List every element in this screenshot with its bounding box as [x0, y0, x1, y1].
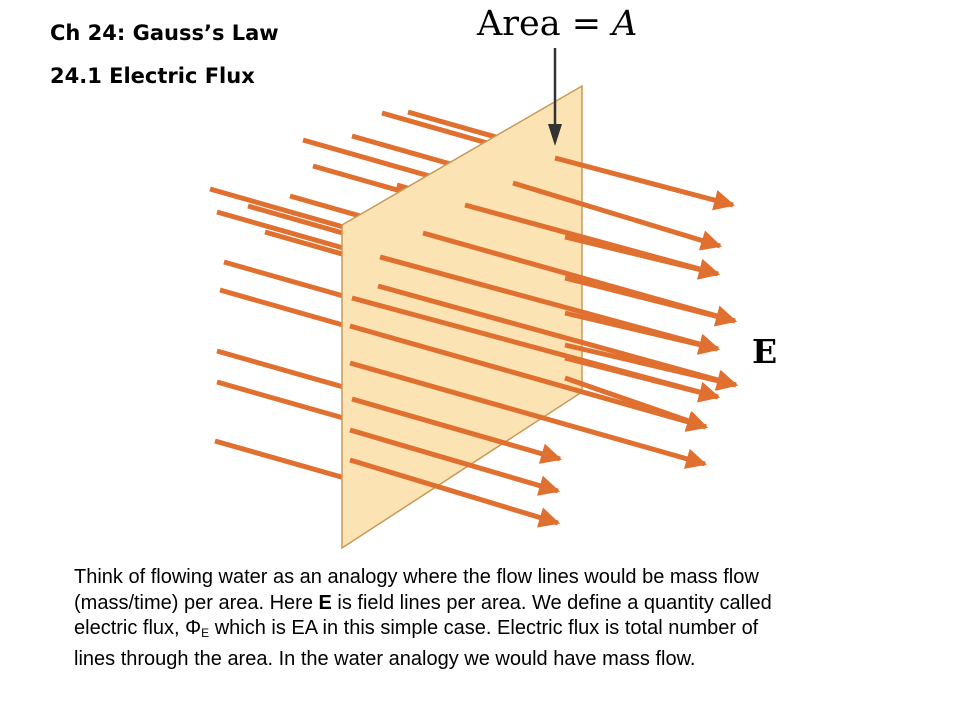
field-line-arrow: [349, 360, 708, 469]
field-line-arrow: [564, 310, 721, 355]
field-symbol: E: [318, 591, 332, 614]
area-plane: [341, 84, 583, 550]
field-line-arrow: [349, 427, 561, 496]
field-line-tail: [223, 259, 365, 305]
field-line-tail: [216, 209, 358, 255]
field-line-tail: [214, 438, 356, 484]
field-line-arrow: [564, 275, 738, 327]
field-line-tail: [302, 137, 444, 183]
field-line-arrow: [351, 396, 563, 464]
slide-title: Ch 24: Gauss’s Law: [50, 21, 279, 45]
field-line-tail: [216, 379, 358, 425]
slide-subtitle: 24.1 Electric Flux: [50, 64, 255, 88]
field-line-arrow: [564, 234, 721, 280]
body-text: Think of flowing water as an analogy whe…: [74, 565, 934, 672]
field-line-tail: [216, 348, 358, 394]
electric-flux-diagram: [209, 48, 739, 550]
field-line-arrow: [512, 180, 723, 251]
field-line-arrow: [554, 155, 736, 211]
field-line-arrow: [564, 342, 739, 391]
flux-subscript: E: [201, 626, 210, 640]
body-line: lines through the area. In the water ana…: [74, 647, 696, 670]
area-pointer-arrow: [548, 48, 562, 146]
field-line-arrow: [564, 375, 708, 431]
field-line-arrow: [349, 323, 709, 432]
field-lines-through-plane: [349, 155, 739, 528]
field-line-arrow: [349, 457, 561, 528]
flux-symbol: Φ: [185, 617, 202, 639]
body-line: electric flux, ΦE which is EA in this si…: [74, 617, 759, 640]
field-label: E: [752, 332, 778, 371]
body-line: (mass/time) per area. Here E is field li…: [74, 591, 772, 614]
field-line-arrow: [564, 355, 721, 403]
field-line-tail: [219, 287, 361, 333]
field-line-tail: [209, 186, 351, 232]
body-line: Think of flowing water as an analogy whe…: [74, 566, 759, 588]
area-label: Area = A: [477, 4, 638, 44]
